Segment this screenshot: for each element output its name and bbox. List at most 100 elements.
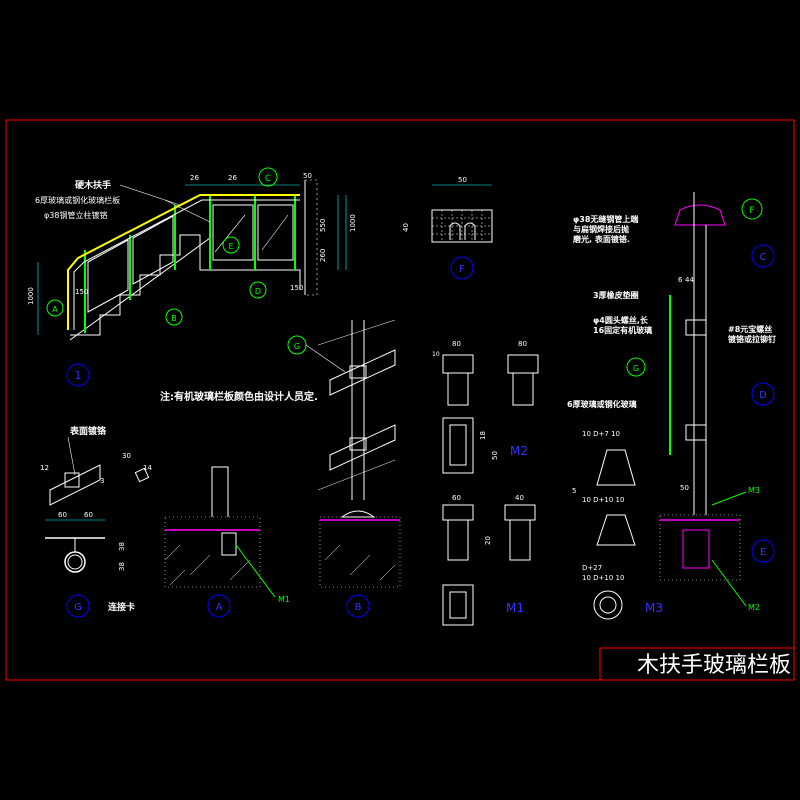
section-bubble-d [751,382,775,406]
dim-1000-left: 1000 [27,287,35,305]
m3-cone-2 [596,514,636,546]
section-concrete [659,514,741,581]
clip-ring-inner [67,554,83,570]
glass-panel-1 [87,239,129,313]
label-glass: 6厚玻璃或钢化玻璃栏板 [35,195,120,205]
section-bubble-c-text: C [760,252,767,263]
bubble-b [165,308,183,326]
detail-b-base [340,510,376,518]
section-label-nut: #8元宝螺丝镀铬或拉铆钉 [728,324,776,344]
bubble-c [258,167,278,187]
detail-f-dim40: 40 [402,223,410,232]
clip-dim12: 12 [40,464,49,472]
bubble-clip-g-text: G [74,602,82,613]
leader-m3 [711,491,747,506]
m2-plate [442,417,474,474]
section-bubble-g [626,357,646,377]
bubble-d-text: D [255,287,261,296]
bubble-detail-a-text: A [216,602,223,613]
section-dim-50: 50 [680,484,689,492]
post-section: φ38无缝钢管上端与扁钢焊接后抛磨光, 表面镀铬. 3厚橡皮垫圈 φ4圆头螺丝,… [567,192,776,612]
section-bubble-e-text: E [760,547,766,558]
m-dim-50: 50 [491,451,499,460]
detail-b: B [319,510,401,618]
m-dim-80b: 80 [518,340,527,348]
m3-dim-d27: D+27 [582,564,602,572]
title-block [599,647,795,681]
clip-ring [64,551,86,573]
m2-body-b [512,372,534,406]
m1-body-b [509,519,531,561]
label-post: φ38钢管立柱镀铬 [44,210,107,220]
section-bubble-e [751,539,775,563]
bubble-detail-b [346,594,370,618]
section-handrail [674,204,726,226]
clip-leader [67,436,76,476]
section-bubble-f-text: F [749,206,754,216]
detail-a-concrete [164,516,261,588]
label-m2: M2 [510,444,528,458]
dim-150: 150 [75,288,88,296]
m3-dim-d7: 10 D+7 10 [582,430,620,438]
detail-f-dim50: 50 [458,176,467,184]
bubble-f [450,256,474,280]
leader-glass [164,199,211,223]
m-dim-60: 60 [452,494,461,502]
leader-m1 [235,544,276,598]
dim-26b: 26 [228,174,237,182]
label-m1-a: M1 [278,595,290,604]
m2-plate-inner [449,424,467,466]
dim-150b: 150 [290,284,303,292]
clip-dim30: 30 [122,452,131,460]
clip-dim60a: 60 [58,511,67,519]
m3-dim-d10: 10 D+10 10 [582,496,624,504]
label-handrail: 硬木扶手 [75,179,111,191]
m1-top-a [442,504,474,521]
clip-dim14: 14 [143,464,152,472]
detail-a: M1 A [164,466,290,618]
m2-top-b [507,354,539,374]
m3-ring-inner [599,596,617,614]
detail-b-concrete [319,516,401,588]
dim-260: 260 [319,249,327,262]
drawing-frame [5,119,795,681]
bubble-detail-b-text: B [355,602,362,613]
m1-plate-inner [449,591,467,619]
glass-panel-4 [257,204,294,261]
leader-handrail [119,184,181,206]
detail-a-anchor [221,532,237,556]
m-parts: 80 80 10 M2 60 40 M1 18 50 20 10 D+7 10 … [432,340,663,626]
clip-dim38a: 38 [118,542,126,551]
glass-hatch-2 [261,214,289,251]
detail-f: 50 40 F [402,176,493,280]
section-clip-1 [685,319,707,336]
bubble-clip-g [66,594,90,618]
bubble-c-text: C [265,174,271,184]
bubble-d [249,281,267,299]
glass-panel-3 [212,204,254,261]
wall-hatch [304,179,318,296]
dim-550: 550 [319,219,327,232]
detail-b-hatch [324,544,396,581]
section-label-m2: M2 [748,603,760,612]
view-bubble-1 [66,363,90,387]
section-bubble-g-text: G [633,364,639,373]
m-dim-40: 40 [515,494,524,502]
drawing-title: 木扶手玻璃栏板 [637,653,791,678]
section-label-top: φ38无缝钢管上端与扁钢焊接后抛磨光, 表面镀铬. [572,214,638,244]
section-bubble-c [751,244,775,268]
section-dim-6: 6 [678,276,683,284]
m-dim-20: 20 [484,536,492,545]
clip-label: 表面镀铬 [69,425,107,437]
m2-top-a [442,354,474,374]
label-m1: M1 [506,601,524,615]
bubble-detail-a [207,594,231,618]
section-anchor [682,529,710,569]
m-dim-18: 18 [479,431,487,440]
m3-ring-outer [593,590,623,620]
detail-f-grid [432,210,492,242]
m1-body-a [447,519,469,561]
clip-caption: 连接卡 [108,601,135,613]
